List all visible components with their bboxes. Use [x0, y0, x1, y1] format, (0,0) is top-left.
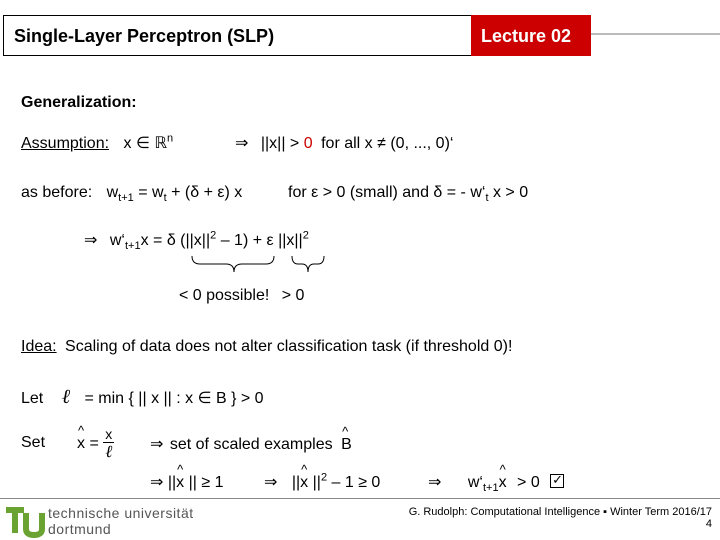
assumption-line: Assumption: x ∈ ℝn [21, 133, 173, 153]
section-title: Generalization: [21, 94, 137, 111]
slide-header: Single-Layer Perceptron (SLP) Lecture 02 [0, 15, 720, 56]
x-hat: x [499, 462, 507, 492]
sup-2b: 2 [302, 229, 309, 242]
implication-part-a: x = δ (||x|| [140, 232, 211, 249]
norm-open: || [291, 474, 301, 491]
update-rest: + (δ + ε) x [171, 184, 243, 201]
b-hat: B [341, 424, 352, 454]
underbraces [191, 255, 325, 273]
set-label: Set [21, 434, 46, 451]
scaled-set-text: set of scaled examples [169, 436, 333, 453]
condition-sub: t [485, 192, 489, 205]
squared-norm-tail: – 1 ≥ 0 [331, 474, 381, 491]
scaled-definition: x = x ℓ [77, 423, 115, 462]
logo-line2: dortmund [48, 521, 112, 537]
assumption-label: Assumption: [21, 135, 110, 152]
weight-result: ⇒ w‘t+1x > 0 [428, 462, 565, 495]
right-underbrace [291, 255, 325, 273]
right-brace-label: > 0 [281, 287, 305, 304]
implies-icon: ⇒ [150, 474, 164, 491]
greater-zero: > 0 [517, 474, 540, 491]
ell-symbol: ℓ [61, 384, 71, 408]
norm-open: || [167, 474, 177, 491]
w-symbol: w [106, 184, 119, 201]
footer-credit-block: G. Rudolph: Computational Intelligence ▪… [409, 506, 712, 530]
implies-icon: ⇒ [264, 474, 278, 491]
implies-icon: ⇒ [84, 232, 98, 249]
slide-title: Single-Layer Perceptron (SLP) [14, 26, 275, 46]
norm-close: || ≥ 1 [188, 474, 224, 491]
w-prime-sub: t+1 [482, 482, 499, 495]
squared-norm-result: ⇒ ||x ||2 – 1 ≥ 0 [264, 462, 381, 492]
equals-sign: = [89, 435, 99, 453]
assumption-exp: n [167, 132, 174, 145]
zero-highlight: 0 [303, 135, 313, 152]
checkbox-checked-icon [550, 472, 565, 488]
for-all-text: for all x ≠ (0, ..., 0)‘ [321, 135, 454, 152]
logo-line1: technische universität [48, 505, 194, 521]
update-rule-line: as before: wt+1 = wt + (δ + ε) x [21, 184, 243, 205]
implies-icon: ⇒ [150, 436, 164, 453]
tu-logo-icon [6, 507, 45, 539]
implication-part-b: – 1) + ε ||x|| [220, 232, 303, 249]
norm-result: ⇒ ||x || ≥ 1 [150, 462, 224, 492]
as-before-label: as before: [21, 184, 93, 201]
title-box: Single-Layer Perceptron (SLP) [3, 15, 472, 56]
fraction-numerator: x [103, 426, 115, 443]
lecture-label: Lecture 02 [481, 26, 572, 46]
idea-label: Idea: [21, 338, 57, 355]
idea-text: Scaling of data does not alter classific… [65, 338, 513, 355]
header-rule [591, 33, 720, 35]
norm-close: || [312, 474, 321, 491]
sup-2a: 2 [210, 229, 217, 242]
implication-line: ⇒ w‘t+1x = δ (||x||2 – 1) + ε ||x||2 [84, 229, 309, 253]
fraction-denominator: ℓ [105, 442, 113, 462]
underbrace-labels: < 0 possible! > 0 [179, 287, 304, 305]
w-sub-t1: t+1 [118, 192, 134, 205]
eq-w: = w [138, 184, 164, 201]
let-line: Let ℓ = min { || x || : x ∈ B } > 0 [21, 384, 264, 409]
w-prime: w‘ [109, 232, 125, 249]
footer-rule [0, 498, 720, 499]
w-sub-t: t [163, 192, 167, 205]
sup-2: 2 [320, 471, 328, 484]
lecture-badge: Lecture 02 [471, 15, 591, 56]
w-prime-sub: t+1 [124, 240, 141, 253]
implies-icon: ⇒ [235, 135, 249, 152]
x-hat: x [176, 462, 184, 492]
left-brace-label: < 0 possible! [179, 287, 270, 304]
let-definition: = min { || x || : x ∈ B } > 0 [84, 390, 264, 407]
let-label: Let [21, 390, 44, 407]
norm-text: ||x|| > [260, 135, 300, 152]
assumption-math: x ∈ ℝ [123, 135, 168, 152]
page-number: 4 [705, 518, 712, 530]
footer-credit: G. Rudolph: Computational Intelligence ▪… [408, 506, 712, 518]
x-hat: x [300, 462, 308, 492]
condition-main: for ε > 0 (small) and δ = - w‘ [288, 184, 486, 201]
idea-line: Idea: Scaling of data does not alter cla… [21, 338, 512, 356]
fraction: x ℓ [103, 426, 115, 462]
left-underbrace [191, 255, 275, 273]
condition-text: for ε > 0 (small) and δ = - w‘t x > 0 [288, 184, 529, 205]
university-logo: technische universität dortmund [4, 503, 324, 539]
implies-icon: ⇒ [428, 474, 442, 491]
assumption-implication: ⇒ ||x|| > 0 for all x ≠ (0, ..., 0)‘ [235, 133, 453, 153]
w-prime: w‘ [467, 474, 483, 491]
scaled-set-line: ⇒ set of scaled examples B [150, 424, 352, 454]
x-hat: x [77, 423, 85, 453]
condition-end: x > 0 [492, 184, 529, 201]
